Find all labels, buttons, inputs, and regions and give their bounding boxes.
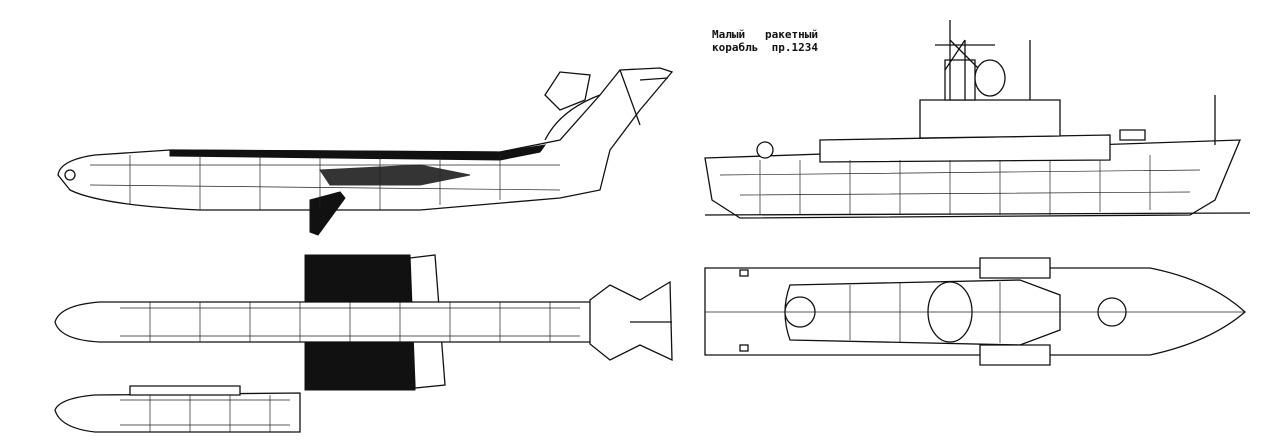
ekranoplan-side-view xyxy=(57,67,674,236)
caption-line-1: Малый ракетный xyxy=(712,28,818,41)
caption-line-2: корабль пр.1234 xyxy=(712,41,818,54)
ekranoplan-plan-view xyxy=(54,254,673,391)
ship-caption: Малый ракетный корабль пр.1234 xyxy=(712,28,818,54)
ekranoplan-lower-view xyxy=(54,385,301,433)
ship-side-view xyxy=(704,20,1251,219)
ship-plan-view xyxy=(704,257,1246,366)
